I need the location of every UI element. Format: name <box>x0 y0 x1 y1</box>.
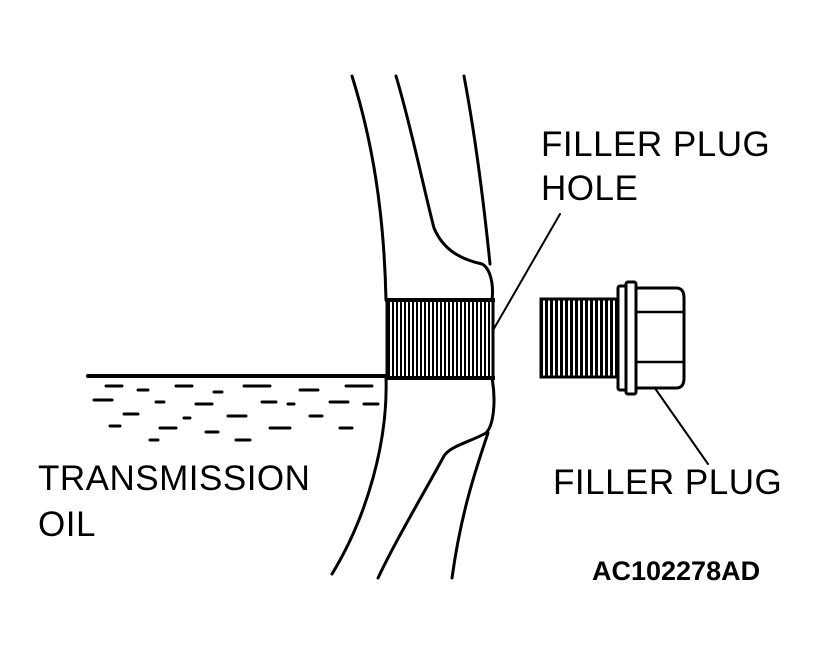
filler-plug-hole-threads <box>385 298 495 380</box>
filler-plug-threads <box>539 297 621 379</box>
case-outer-wall-upper <box>350 74 388 302</box>
figure-code: AC102278AD <box>592 556 761 586</box>
case-right-wall-lower <box>450 431 490 580</box>
case-outer-wall-lower <box>330 376 388 576</box>
plug-leader-line <box>651 383 709 465</box>
filler-plug-hole-label-line1: FILLER PLUG <box>541 125 771 164</box>
case-inner-contour-lower <box>376 376 496 580</box>
filler-plug-hex-head <box>634 286 686 390</box>
hole-leader-line <box>491 213 561 333</box>
case-right-wall-upper <box>462 74 492 266</box>
filler-plug <box>539 280 686 396</box>
case-inner-contour-upper <box>394 74 494 302</box>
transmission-oil-label-line1: TRANSMISSION <box>38 459 311 498</box>
oil-dashes <box>92 384 380 442</box>
filler-plug-label: FILLER PLUG <box>553 463 783 502</box>
transmission-oil-label-line2: OIL <box>38 505 96 544</box>
filler-plug-hole-label-line2: HOLE <box>541 169 639 208</box>
